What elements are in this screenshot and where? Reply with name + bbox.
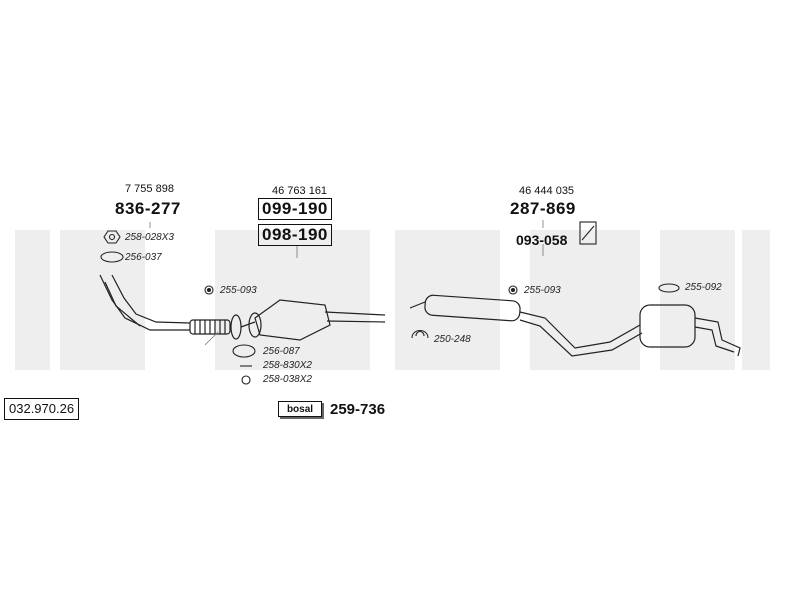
nut-icon: [103, 230, 121, 244]
accessory-label: 258-038X2: [263, 374, 312, 385]
part-number: 287-869: [510, 199, 576, 218]
accessory-label: 258-830X2: [263, 360, 312, 371]
bosal-logo: bosal: [278, 401, 322, 417]
accessory-label: 255-092: [685, 282, 722, 293]
accessory-label: 250-248: [434, 334, 471, 345]
flex-ribs: [194, 320, 226, 334]
middle-pipe-front: [409, 301, 426, 309]
cat-flange: [248, 312, 262, 338]
accessory-label: 255-093: [524, 285, 561, 296]
kit-number: 259-736: [330, 401, 386, 418]
hanger-icon: [411, 329, 429, 339]
watermark-block: [215, 230, 370, 370]
oe-number: 7 755 898: [125, 183, 174, 195]
flange: [230, 314, 242, 340]
watermark-block: [15, 230, 50, 370]
tail-pipe: [694, 317, 741, 357]
accessory-label: 256-037: [125, 252, 162, 263]
gasket-icon: [232, 344, 256, 358]
cat-outlet-pipe: [324, 311, 386, 323]
front-pipe-branch: [104, 281, 141, 327]
watermark-block: [395, 230, 500, 370]
part-number: 098-190: [258, 224, 332, 246]
clamp-icon: [204, 285, 214, 295]
accessory-label: 255-093: [220, 285, 257, 296]
middle-pipe: [519, 311, 643, 357]
catalytic-converter: [254, 299, 331, 341]
gasket-icon: [100, 251, 124, 263]
rear-silencer: [639, 304, 696, 348]
part-number: 836-277: [115, 199, 181, 218]
front-pipe-inner: [111, 274, 191, 324]
accessory-label: 258-028X3: [125, 232, 174, 243]
front-pipe: [99, 274, 190, 331]
oe-number: 46 444 035: [519, 185, 575, 197]
watermark-block: [60, 230, 145, 370]
rubber-mount-icon: [658, 283, 680, 293]
part-number: 093-058: [516, 232, 568, 248]
nut-icon: [241, 375, 251, 385]
part-number: 099-190: [258, 198, 332, 220]
clamp-icon: [508, 285, 518, 295]
bracket-icon: [579, 221, 597, 245]
watermark-block: [742, 230, 770, 370]
middle-silencer: [424, 294, 521, 322]
oe-number: 46 763 161: [272, 185, 328, 197]
reference-number: 032.970.26: [4, 398, 80, 420]
accessory-label: 256-087: [263, 346, 300, 357]
